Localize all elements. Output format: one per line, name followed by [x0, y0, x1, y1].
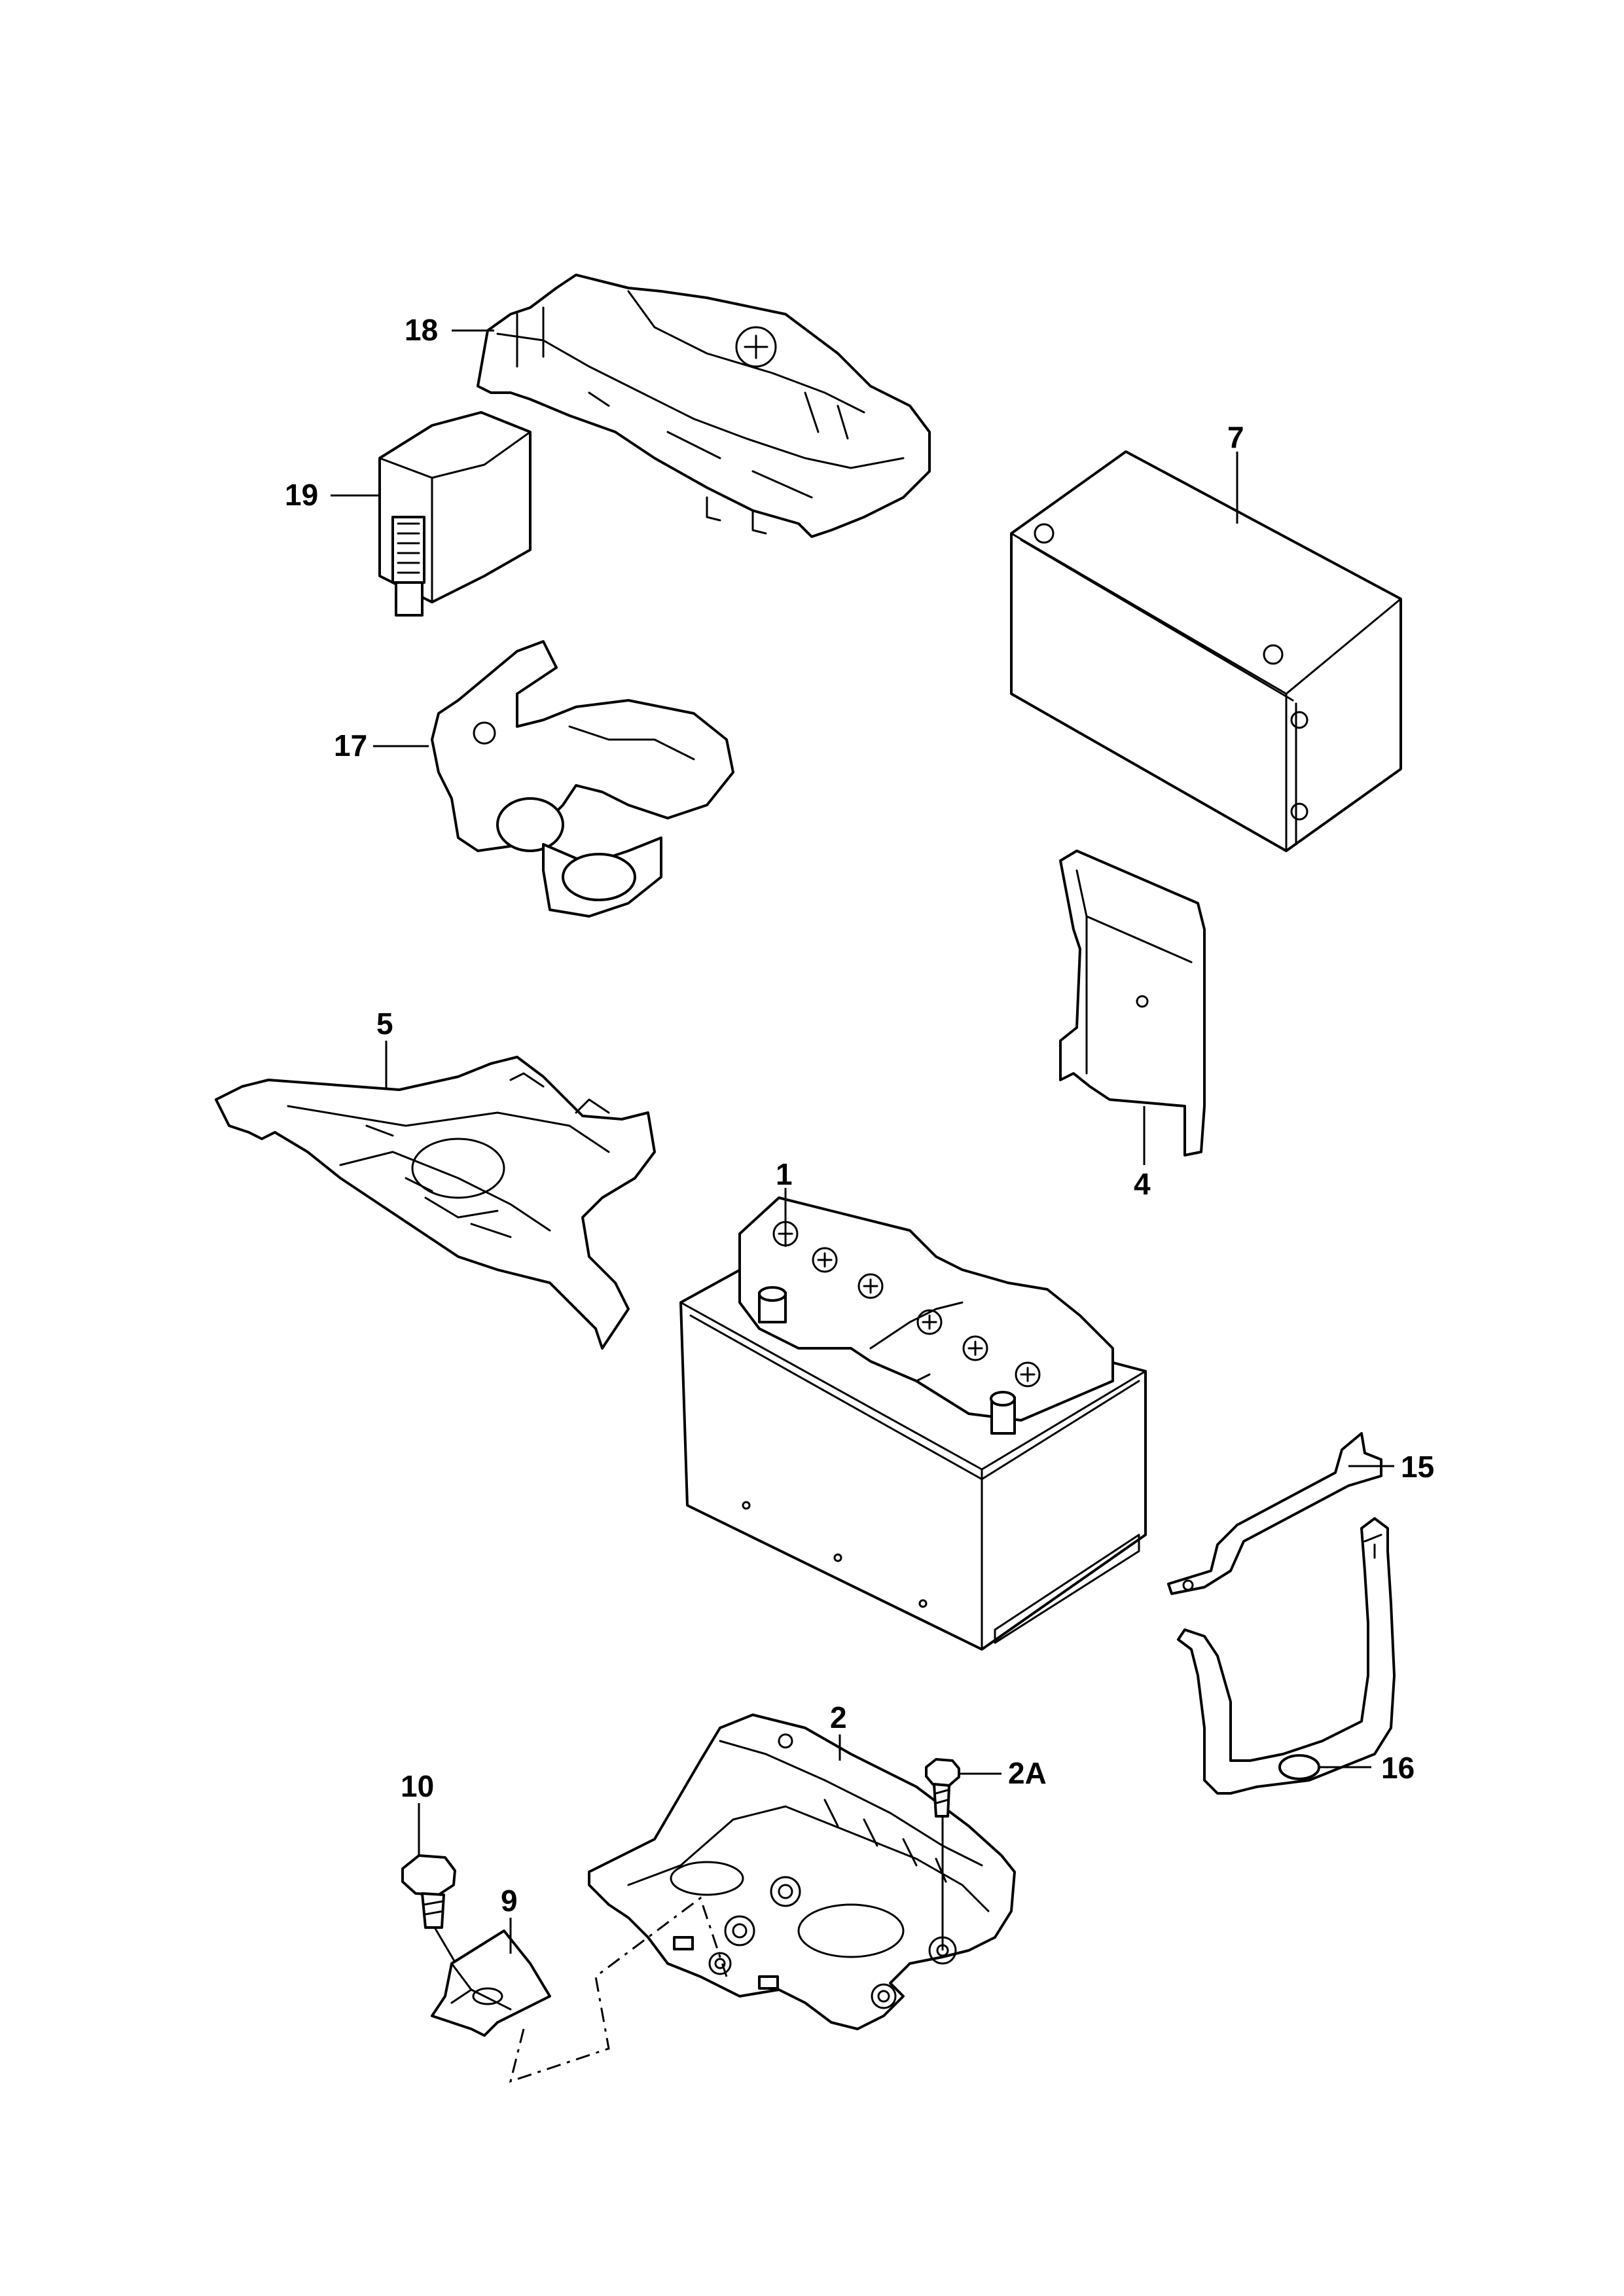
- plus-circle-icon: [916, 1309, 943, 1335]
- part-16-bracket: [1177, 1517, 1396, 1795]
- plus-circle-icon: [812, 1247, 838, 1273]
- part-2a-bolt: [925, 1758, 960, 1950]
- callout-5: 5: [376, 1007, 393, 1041]
- part-1-battery: [679, 1196, 1147, 1651]
- part-18-battery-cover: [477, 274, 931, 538]
- hex-bolt-icon: [925, 1758, 960, 1787]
- part-2-battery-tray: [588, 1713, 1016, 2030]
- plus-circle-icon: [857, 1273, 884, 1299]
- part-7-battery-insulation: [1010, 450, 1402, 852]
- plus-circle-icon: [735, 326, 777, 368]
- callout-7: 7: [1227, 420, 1244, 454]
- callout-10: 10: [401, 1769, 434, 1803]
- callout-17: 17: [334, 728, 367, 762]
- part-15-support-strap: [1167, 1432, 1382, 1595]
- part-9-clamp-nut: [431, 1929, 551, 2037]
- callout-2a: 2A: [1008, 1756, 1047, 1790]
- assembly-alignment-line: [509, 1896, 728, 2083]
- part-19-relay-module: [378, 411, 532, 617]
- part-4-bracket: [1059, 850, 1206, 1157]
- part-5-hold-down-frame: [215, 1056, 656, 1350]
- plus-circle-icon: [1015, 1361, 1041, 1388]
- hex-bolt-icon: [401, 1854, 456, 1896]
- callout-9: 9: [501, 1884, 518, 1918]
- callout-16: 16: [1381, 1751, 1415, 1785]
- relay-connector-clip: [391, 516, 425, 584]
- callout-1: 1: [776, 1157, 793, 1191]
- callout-15: 15: [1401, 1450, 1434, 1484]
- callout-2: 2: [830, 1700, 847, 1734]
- part-10-bolt: [401, 1854, 473, 1990]
- part-17-ground-cable: [431, 640, 734, 918]
- callout-18: 18: [405, 313, 438, 347]
- plus-circle-icon: [962, 1335, 988, 1361]
- callout-4: 4: [1134, 1167, 1151, 1201]
- callout-19: 19: [285, 478, 318, 512]
